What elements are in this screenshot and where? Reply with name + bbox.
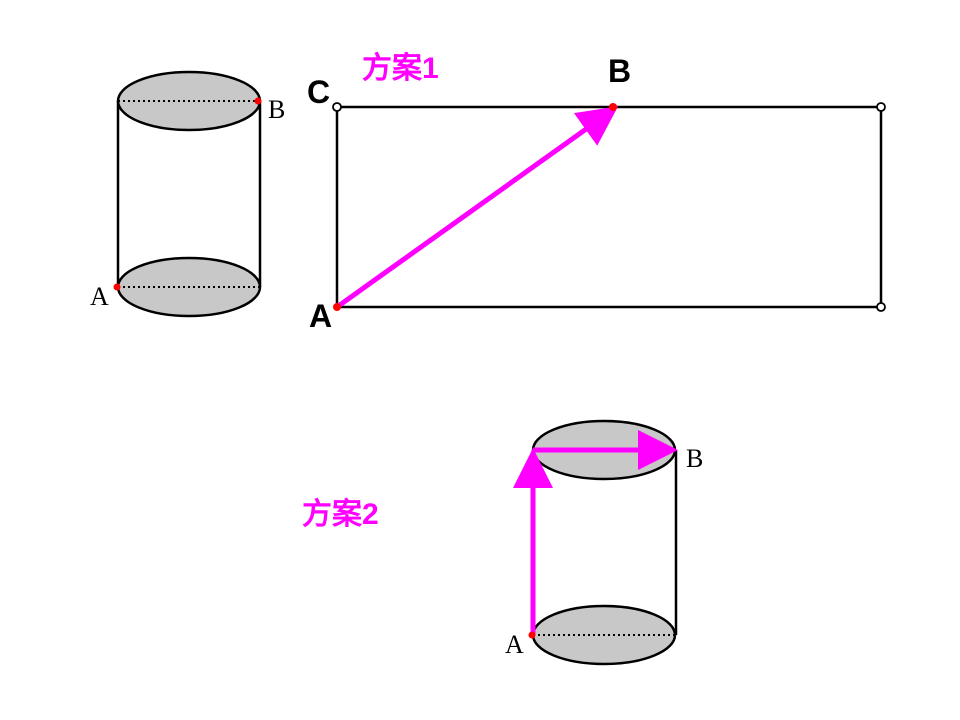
- cylinder2-point-a: [528, 631, 536, 639]
- cylinder-top-left: B A: [90, 70, 285, 318]
- plan1-title: 方案1: [362, 51, 439, 85]
- plan1-group: 方案1 C B A: [307, 51, 886, 334]
- corner-bottom-right-marker: [876, 302, 886, 312]
- rect-point-b: [609, 103, 617, 111]
- corner-top-right-marker: [876, 102, 886, 112]
- cylinder2-label-a: A: [505, 630, 524, 659]
- point-a: [113, 283, 121, 291]
- unrolled-rectangle: [335, 105, 883, 309]
- rect-label-c: C: [307, 74, 330, 110]
- shortest-path-arrow: [335, 106, 619, 310]
- corner-c-marker: [332, 102, 342, 112]
- label-b: B: [268, 95, 285, 124]
- rect-label-a: A: [309, 298, 332, 334]
- plan2-group: 方案2 B A: [302, 419, 703, 666]
- point-b: [254, 97, 262, 105]
- rect-label-b: B: [608, 53, 631, 89]
- plan2-title: 方案2: [302, 497, 379, 531]
- cylinder2-label-b: B: [686, 444, 703, 473]
- rect-point-a: [333, 303, 341, 311]
- label-a: A: [90, 282, 109, 311]
